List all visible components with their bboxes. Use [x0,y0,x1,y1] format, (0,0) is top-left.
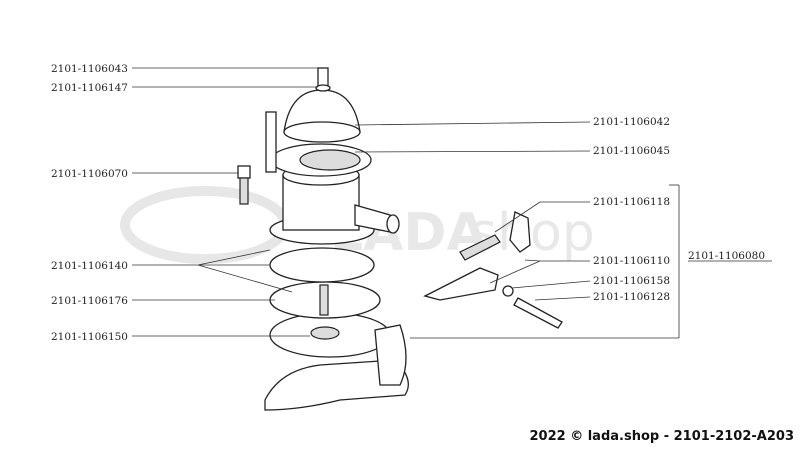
part-label: 2101-1106147 [51,82,128,94]
fuel-pump-drawing [237,67,563,411]
part-label: 2101-1106176 [51,295,128,307]
part-label: 2101-1106150 [51,331,128,343]
footer-copyright: 2022 © lada.shop - 2101-2102-A203 [529,429,794,444]
part-label: 2101-1106128 [593,291,670,303]
left-labels: 2101-1106043 2101-1106147 2101-1106070 2… [51,63,128,343]
svg-text:shop: shop [470,203,595,263]
part-label: 2101-1106070 [51,168,128,180]
part-label: 2101-1106043 [51,63,128,75]
leader-lines [132,67,772,339]
part-label: 2101-1106158 [593,275,670,287]
part-label: 2101-1106140 [51,260,128,272]
right-labels: 2101-1106042 2101-1106045 2101-1106118 2… [593,116,765,303]
assembly-label: 2101-1106080 [688,250,765,262]
part-label: 2101-1106045 [593,145,670,157]
part-label: 2101-1106118 [593,196,670,208]
part-label: 2101-1106042 [593,116,670,128]
part-label: 2101-1106110 [593,255,670,267]
